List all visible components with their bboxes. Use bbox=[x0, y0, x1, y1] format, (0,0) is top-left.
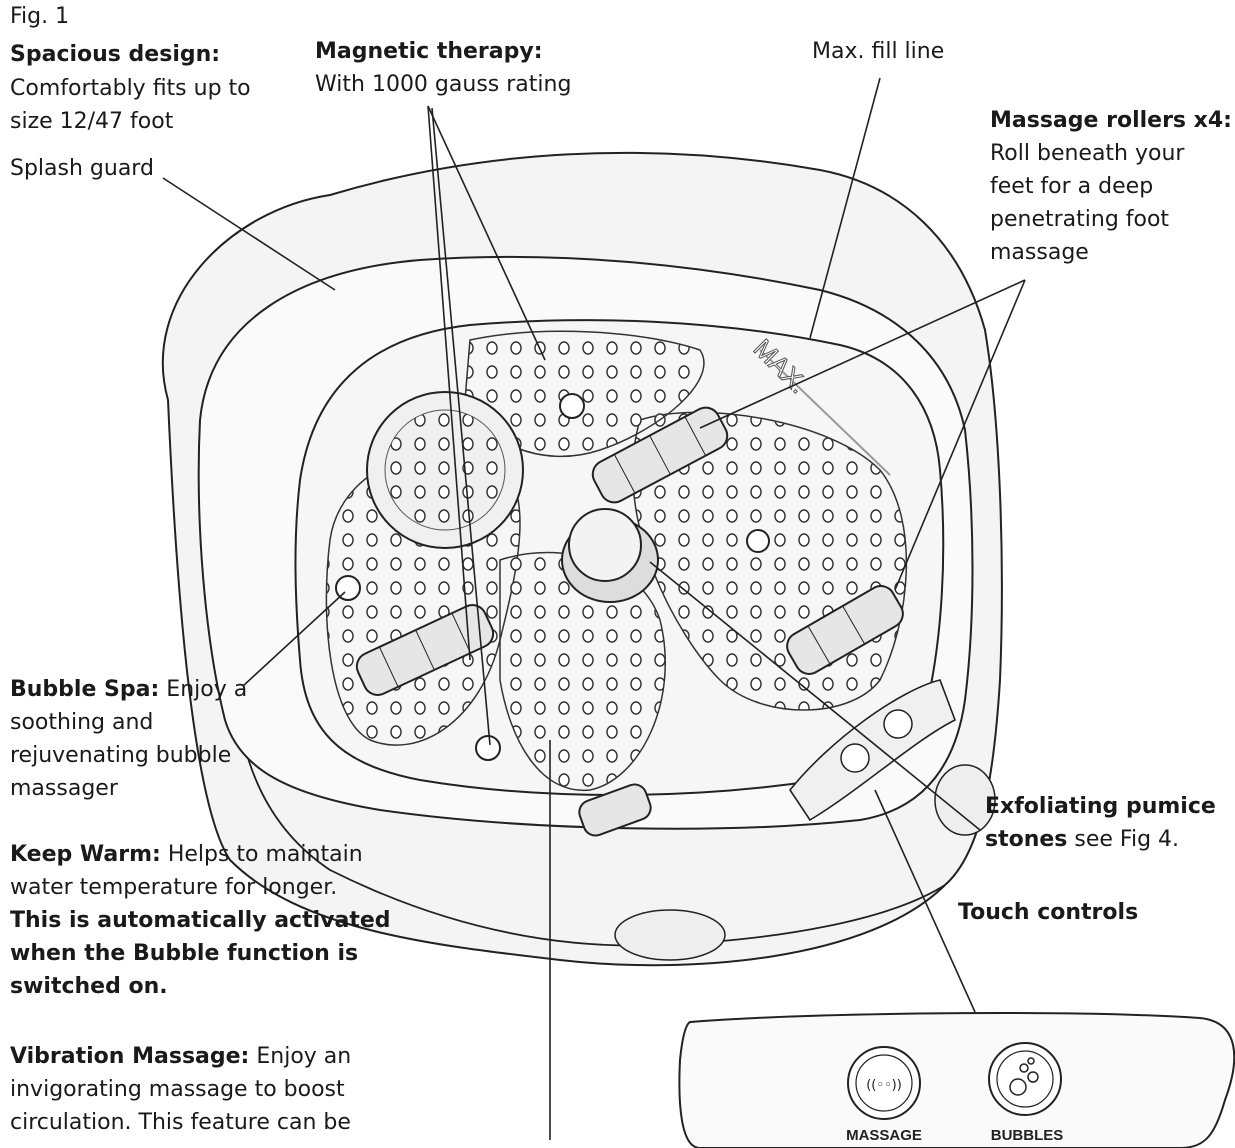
keep-warm-line3: This is automatically activated bbox=[10, 908, 391, 933]
vibration-line1: Enjoy an bbox=[256, 1044, 352, 1069]
bubble-spa-line1: Enjoy a bbox=[166, 677, 248, 702]
vibration-title: Vibration Massage: bbox=[10, 1044, 250, 1069]
bubble-spa-line3: rejuvenating bubble bbox=[10, 743, 232, 768]
splash-guard-label: Splash guard bbox=[10, 156, 154, 181]
spacious-line2: size 12/47 foot bbox=[10, 109, 174, 134]
massage-roller-top bbox=[591, 406, 729, 504]
pumice-second-line: stones see Fig 4. bbox=[985, 823, 1179, 856]
device-button bbox=[840, 743, 870, 773]
massage-roller-front bbox=[578, 783, 652, 837]
vibration-line3: circulation. This feature can be bbox=[10, 1110, 351, 1135]
pumice-stone bbox=[559, 393, 585, 419]
touch-controls-label: Touch controls bbox=[958, 900, 1139, 925]
rollers-line2: feet for a deep bbox=[990, 174, 1154, 199]
leader-lines bbox=[162, 77, 1026, 1140]
max-fill-line bbox=[759, 349, 891, 476]
bubble-spa-line2: soothing and bbox=[10, 710, 154, 735]
vibration-first-line: Vibration Massage: Enjoy an bbox=[10, 1040, 351, 1073]
keep-warm-line2: water temperature for longer. bbox=[10, 875, 338, 900]
pumice-line2-bold: stones bbox=[985, 827, 1068, 852]
massage-roller-right bbox=[786, 585, 904, 675]
massage-button[interactable]: ((◦◦)) bbox=[847, 1046, 921, 1120]
pumice-stone bbox=[475, 735, 501, 761]
magnetic-text: With 1000 gauss rating bbox=[315, 72, 572, 97]
vibration-line2: invigorating massage to boost bbox=[10, 1077, 345, 1102]
magnetic-title: Magnetic therapy: bbox=[315, 39, 543, 64]
spacious-title: Spacious design: bbox=[10, 42, 221, 67]
magnetic-disc-nodes bbox=[384, 409, 506, 531]
vibration-icon: ((◦◦)) bbox=[866, 1078, 902, 1093]
keep-warm-first-line: Keep Warm: Helps to maintain bbox=[10, 838, 363, 871]
spa-base bbox=[233, 639, 946, 947]
bubble-spa-first-line: Bubble Spa: Enjoy a bbox=[10, 673, 247, 706]
keep-warm-line5: switched on. bbox=[10, 974, 168, 999]
rollers-line1: Roll beneath your bbox=[990, 141, 1185, 166]
massage-roller-left bbox=[355, 604, 495, 696]
spa-foot-right bbox=[934, 764, 996, 836]
bubble-spa-title: Bubble Spa: bbox=[10, 677, 160, 702]
rollers-line4: massage bbox=[990, 240, 1089, 265]
spa-foot-front bbox=[614, 909, 726, 961]
keep-warm-line4: when the Bubble function is bbox=[10, 941, 359, 966]
bubbles-label: BUBBLES bbox=[991, 1127, 1064, 1144]
pumice-stone bbox=[746, 529, 770, 553]
massage-label: MASSAGE bbox=[846, 1127, 922, 1144]
keep-warm-title: Keep Warm: bbox=[10, 842, 161, 867]
pumice-line2-rest: see Fig 4. bbox=[1074, 827, 1180, 852]
central-massage-knob bbox=[568, 508, 642, 582]
max-fill-label: Max. fill line bbox=[812, 39, 945, 64]
rollers-line3: penetrating foot bbox=[990, 207, 1170, 232]
figure-label: Fig. 1 bbox=[10, 4, 70, 29]
keep-warm-line1: Helps to maintain bbox=[167, 842, 363, 867]
touch-control-panel bbox=[678, 1012, 1235, 1148]
device-button bbox=[883, 709, 913, 739]
pumice-line1: Exfoliating pumice bbox=[985, 794, 1216, 819]
bubbles-icon bbox=[1009, 1057, 1039, 1096]
device-control-strip bbox=[789, 679, 957, 822]
spacious-line1: Comfortably fits up to bbox=[10, 76, 251, 101]
bubbles-button[interactable] bbox=[988, 1042, 1062, 1116]
bubble-spa-line4: massager bbox=[10, 776, 118, 801]
rollers-title: Massage rollers x4: bbox=[990, 108, 1232, 133]
